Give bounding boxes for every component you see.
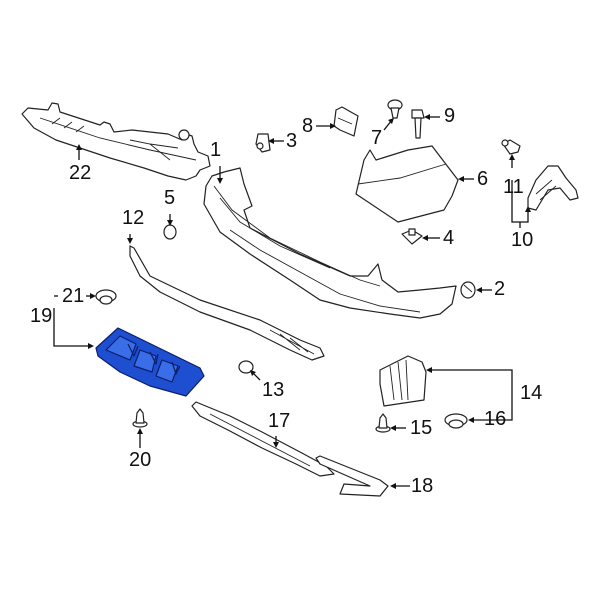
part-18-trim[interactable] xyxy=(315,455,389,497)
part-12-trim-strip[interactable] xyxy=(129,245,325,361)
callout-11: 11 xyxy=(503,176,524,198)
part-20-pushclip[interactable] xyxy=(132,408,148,428)
part-5-plug[interactable] xyxy=(163,224,177,240)
callout-16: 16 xyxy=(484,408,507,430)
callout-1: 1 xyxy=(210,139,222,161)
callout-22: 22 xyxy=(69,162,92,184)
part-21-grommet[interactable] xyxy=(95,289,117,305)
callout-19: 19 xyxy=(30,305,53,327)
callout-13: 13 xyxy=(262,379,285,401)
leader-lines xyxy=(53,114,531,489)
callout-2: 2 xyxy=(494,278,506,300)
callout-12: 12 xyxy=(122,207,145,229)
part-8-bracket[interactable] xyxy=(333,106,359,137)
callout-6: 6 xyxy=(477,168,489,190)
part-9-bolt[interactable] xyxy=(411,109,425,139)
part-4-nut[interactable] xyxy=(401,228,423,245)
part-10-bracket[interactable] xyxy=(527,165,579,211)
callout-9: 9 xyxy=(444,105,456,127)
part-6-corner-trim[interactable] xyxy=(355,145,459,223)
part-19-splash-shield[interactable] xyxy=(95,327,205,397)
callout-5: 5 xyxy=(164,187,176,209)
part-2-plug[interactable] xyxy=(460,281,476,299)
part-11-clip[interactable] xyxy=(501,139,521,155)
callout-3: 3 xyxy=(286,130,298,152)
part-1-bumper-cover[interactable] xyxy=(203,167,457,319)
callout-10: 10 xyxy=(511,229,534,251)
part-3-clip[interactable] xyxy=(255,133,271,153)
callout-15: 15 xyxy=(410,417,433,439)
callout-21: 21 xyxy=(62,285,85,307)
callout-14: 14 xyxy=(520,382,543,404)
callout-17: 17 xyxy=(268,410,291,432)
part-16-grommet[interactable] xyxy=(444,413,468,429)
callout-4: 4 xyxy=(443,227,455,249)
part-17-molding[interactable] xyxy=(191,401,335,477)
part-14-bracket[interactable] xyxy=(379,355,427,407)
callout-20: 20 xyxy=(129,449,152,471)
part-15-pushclip[interactable] xyxy=(375,413,391,433)
part-7-pushpin[interactable] xyxy=(387,99,403,119)
part-22-bracket[interactable] xyxy=(21,102,211,181)
callout-18: 18 xyxy=(411,475,434,497)
callout-8: 8 xyxy=(302,115,314,137)
callout-7: 7 xyxy=(371,127,383,149)
part-13-plug[interactable] xyxy=(238,360,254,374)
